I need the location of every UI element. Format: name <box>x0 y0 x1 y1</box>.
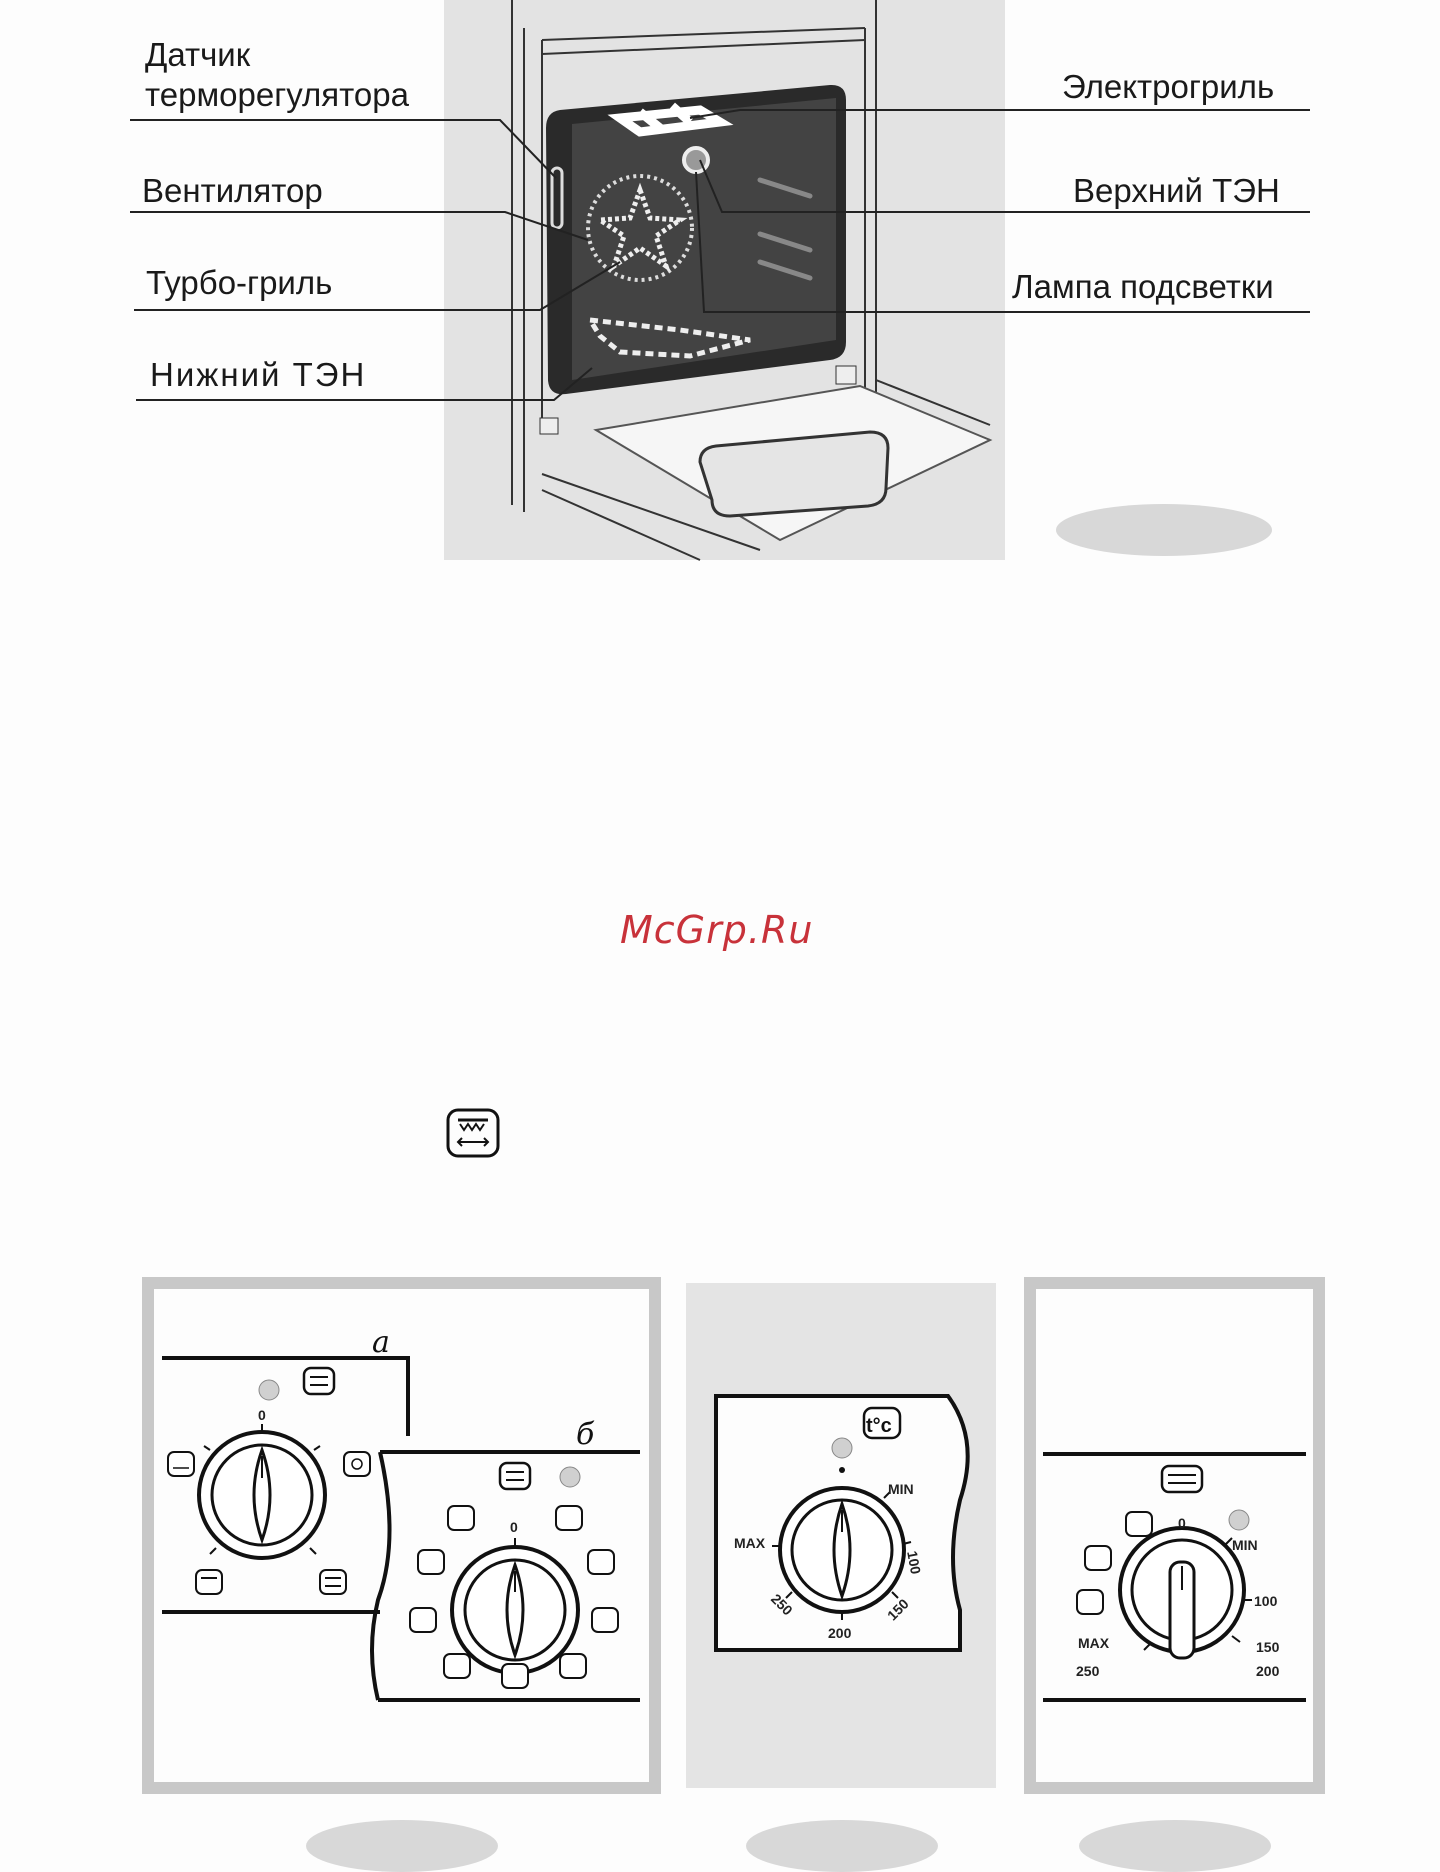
thermo-sensor-element <box>550 166 564 230</box>
combined-200: 200 <box>1256 1663 1280 1679</box>
label-lower-heater: Нижний ТЭН <box>150 356 367 393</box>
label-turbo-grill: Турбо-гриль <box>146 264 333 301</box>
combined-max: MAX <box>1078 1635 1110 1651</box>
leader-lines <box>130 109 1310 401</box>
mode-dial-a[interactable] <box>197 1424 327 1560</box>
combined-250: 250 <box>1076 1663 1100 1679</box>
combined-150: 150 <box>1256 1639 1280 1655</box>
thermostat-ticks <box>772 1491 912 1620</box>
label-b: б <box>576 1417 595 1452</box>
panel-switches-a-b <box>142 1277 661 1794</box>
combined-indicator-lamp <box>1228 1509 1250 1531</box>
figure-number-oval-3 <box>746 1820 938 1872</box>
grill-icon-a-lower-left <box>195 1569 223 1595</box>
thermostat-200: 200 <box>828 1625 852 1641</box>
thermostat-100: 100 <box>904 1550 924 1576</box>
thermostat-symbol-text: t°c <box>866 1415 892 1437</box>
right-hinge <box>835 365 857 385</box>
lower-heater-element <box>585 316 751 359</box>
label-fan: Вентилятор <box>142 172 323 209</box>
label-thermo-sensor-line2: терморегулятора <box>145 76 409 113</box>
oven-floor-window <box>698 430 890 518</box>
figure-number-oval-4 <box>1079 1820 1271 1872</box>
combined-ticks <box>1143 1537 1252 1651</box>
combined-100: 100 <box>1254 1593 1278 1609</box>
combined-zero: 0 <box>1178 1515 1186 1531</box>
heaters-icon-combined-top <box>1160 1464 1204 1494</box>
heaters-icon-b-top <box>498 1461 532 1491</box>
left-hinge <box>539 417 559 435</box>
thermostat-indicator-lamp <box>831 1437 853 1459</box>
panel-thermostat <box>686 1283 996 1788</box>
fan-mode-icon-a-top <box>302 1366 336 1396</box>
electric-grill-element <box>607 102 734 137</box>
turbo-grill-ring <box>586 174 694 282</box>
figure-number-oval-2 <box>306 1820 498 1872</box>
thermostat-symbol-icon <box>862 1406 902 1440</box>
heaters-icon-a-lower-right <box>319 1569 347 1595</box>
label-a: а <box>372 1325 390 1360</box>
panel-combined <box>1024 1277 1325 1794</box>
shelf-rails <box>757 177 813 281</box>
dial-a-zero: 0 <box>258 1407 266 1423</box>
combined-mode-icons <box>1076 1511 1153 1615</box>
thermostat-min: MIN <box>888 1481 914 1497</box>
grill-fan-icon-a-left <box>167 1451 195 1477</box>
indicator-lamp-a <box>258 1379 280 1401</box>
thermostat-max: MAX <box>734 1535 766 1551</box>
light-icon-a-right <box>343 1451 371 1477</box>
figure-number-oval-1 <box>1056 504 1272 556</box>
indicator-lamp-b <box>559 1466 581 1488</box>
label-electric-grill: Электрогриль <box>1062 68 1275 105</box>
thermostat-dial[interactable] <box>778 1486 906 1614</box>
label-lamp: Лампа подсветки <box>1012 268 1274 305</box>
watermark: McGrp.Ru <box>620 908 814 952</box>
fan-element <box>592 182 688 273</box>
dial-b-zero: 0 <box>510 1519 518 1535</box>
label-upper-heater: Верхний ТЭН <box>1073 172 1280 209</box>
combined-min: MIN <box>1232 1537 1258 1553</box>
label-thermo-sensor-line1: Датчик <box>145 36 251 73</box>
mode-icons-b <box>409 1505 619 1689</box>
combined-dial[interactable] <box>1118 1526 1246 1660</box>
